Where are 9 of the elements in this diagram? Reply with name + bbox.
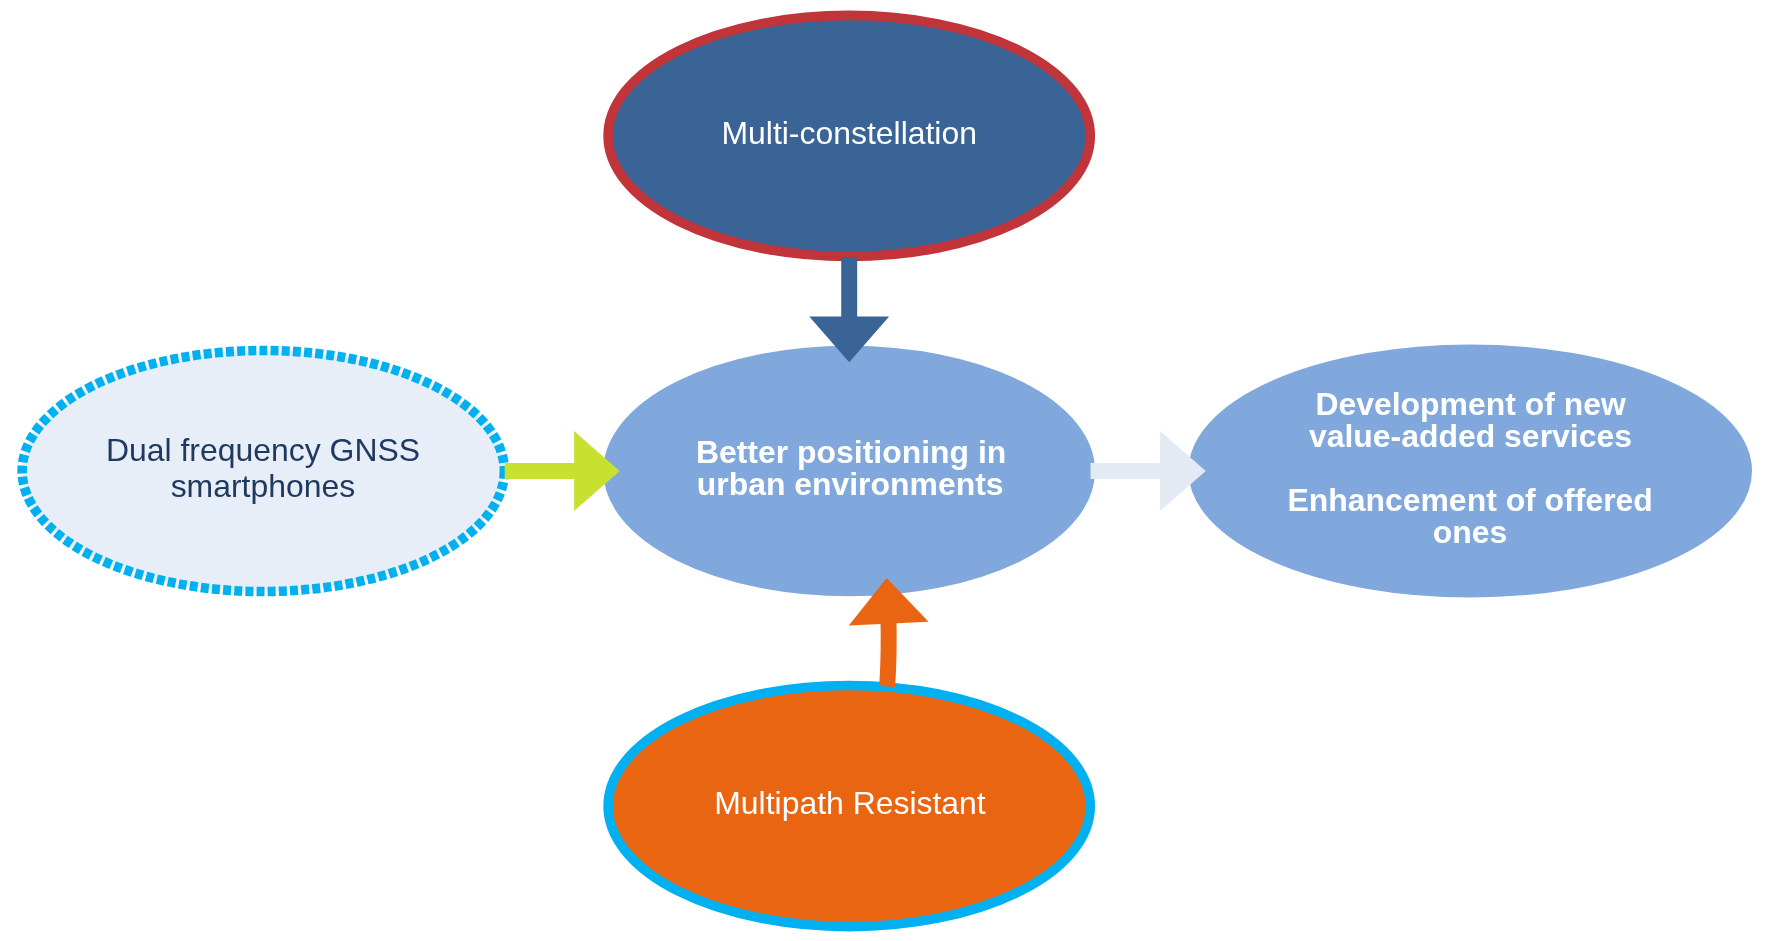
arrow (848, 577, 929, 687)
arrow (809, 256, 890, 362)
node-ellipse: Development of new value-added services Enhancement of offered ones (1188, 344, 1752, 597)
node-ellipse: Multipath Resistant (603, 680, 1096, 931)
node-ellipse: Dual frequency GNSS smartphones (17, 345, 510, 596)
node-ellipse: Multi-constellation (603, 10, 1096, 261)
arrow (504, 430, 620, 511)
node-ellipse: Better positioning in urban environments (603, 345, 1096, 596)
arrow (1090, 430, 1206, 511)
